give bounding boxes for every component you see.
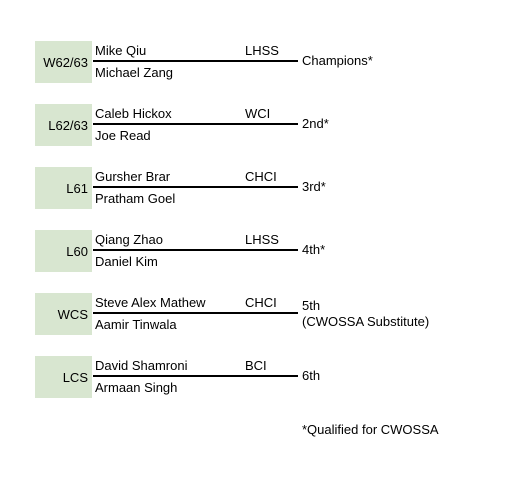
bracket-line	[93, 312, 298, 314]
team-player-top: Gursher Brar	[95, 169, 171, 184]
school-label: CHCI	[245, 169, 277, 184]
team-player-bottom: Aamir Tinwala	[95, 317, 177, 332]
team-player-top: Caleb Hickox	[95, 106, 172, 121]
match-row-3: L61 Gursher Brar CHCI Pratham Goel 3rd*	[0, 167, 524, 211]
team-player-top: Steve Alex Mathew	[95, 295, 206, 310]
bracket-line	[93, 249, 298, 251]
seed-label: W62/63	[35, 41, 92, 83]
placement-result: 4th*	[302, 242, 326, 257]
placement-note: (CWOSSA Substitute)	[302, 314, 430, 329]
seed-label: L62/63	[35, 104, 92, 146]
team-player-top: Qiang Zhao	[95, 232, 163, 247]
bracket-line	[93, 123, 298, 125]
seed-label: L60	[35, 230, 92, 272]
team-player-bottom: Daniel Kim	[95, 254, 158, 269]
school-label: LHSS	[245, 43, 279, 58]
team-player-top: David Shamroni	[95, 358, 188, 373]
match-row-2: L62/63 Caleb Hickox WCI Joe Read 2nd*	[0, 104, 524, 148]
school-label: BCI	[245, 358, 267, 373]
school-label: LHSS	[245, 232, 279, 247]
placement-result: 5th	[302, 298, 321, 313]
bracket-line	[93, 60, 298, 62]
seed-label: L61	[35, 167, 92, 209]
qualification-footnote: *Qualified for CWOSSA	[302, 422, 439, 437]
match-row-1: W62/63 Mike Qiu LHSS Michael Zang Champi…	[0, 41, 524, 85]
match-row-4: L60 Qiang Zhao LHSS Daniel Kim 4th*	[0, 230, 524, 274]
school-label: WCI	[245, 106, 271, 121]
placement-result: Champions*	[302, 53, 373, 68]
team-player-top: Mike Qiu	[95, 43, 147, 58]
team-player-bottom: Pratham Goel	[95, 191, 176, 206]
placement-result: 6th	[302, 368, 321, 383]
placement-result: 2nd*	[302, 116, 329, 131]
school-label: CHCI	[245, 295, 277, 310]
match-row-6: LCS David Shamroni BCI Armaan Singh 6th	[0, 356, 524, 400]
seed-label: WCS	[35, 293, 92, 335]
placement-result: 3rd*	[302, 179, 326, 194]
team-player-bottom: Michael Zang	[95, 65, 174, 80]
seed-label: LCS	[35, 356, 92, 398]
match-row-5: WCS Steve Alex Mathew CHCI Aamir Tinwala…	[0, 293, 524, 337]
bracket-line	[93, 375, 298, 377]
bracket-line	[93, 186, 298, 188]
team-player-bottom: Joe Read	[95, 128, 151, 143]
team-player-bottom: Armaan Singh	[95, 380, 178, 395]
